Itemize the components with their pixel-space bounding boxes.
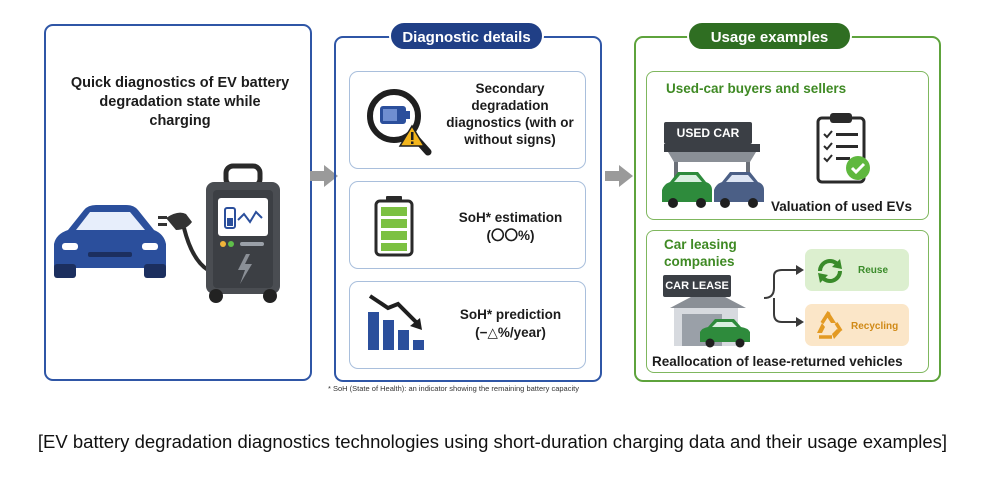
diagnostic-details-header: Diagnostic details <box>389 21 544 51</box>
soh-footnote: * SoH (State of Health): an indicator sh… <box>328 384 579 393</box>
used-car-section-title: Used-car buyers and sellers <box>666 81 847 96</box>
green-car-icon <box>662 172 712 208</box>
charging-station-icon <box>206 163 280 303</box>
recycle-icon <box>817 311 843 339</box>
branch-arrows-icon <box>763 265 804 327</box>
reallocation-label: Reallocation of lease-returned vehicles <box>652 354 903 369</box>
figure-caption: [EV battery degradation diagnostics tech… <box>37 431 948 452</box>
charging-panel-title: Quick diagnostics of EV battery degradat… <box>70 75 290 129</box>
car-leasing-title-line2: companies <box>664 254 735 269</box>
soh-prediction-value: (−△%/year) <box>475 325 546 340</box>
soh-estimation-value: (〇〇%) <box>486 228 535 243</box>
recycling-label: Recycling <box>851 321 899 332</box>
reuse-option <box>805 249 909 291</box>
secondary-degradation-text: Secondary degradation diagnostics (with … <box>446 81 574 147</box>
used-car-sign: USED CAR <box>664 122 752 144</box>
flow-arrow-1 <box>310 165 338 187</box>
battery-warning-magnifier-icon <box>367 89 432 156</box>
valuation-label: Valuation of used EVs <box>771 199 913 214</box>
charging-panel <box>44 24 312 381</box>
blue-car-icon <box>714 172 764 208</box>
reuse-arrows-icon <box>818 259 842 283</box>
battery-level-icon <box>374 196 414 257</box>
soh-prediction-label: SoH* prediction <box>459 307 562 322</box>
car-lease-sign: CAR LEASE <box>663 275 731 297</box>
declining-bar-chart-icon <box>368 294 424 350</box>
lease-car-icon <box>700 319 750 348</box>
clipboard-checklist-icon <box>816 113 870 184</box>
flow-arrow-2 <box>605 165 633 187</box>
used-car-lot-illustration <box>662 144 764 208</box>
ev-car-icon <box>54 205 166 278</box>
car-lease-building-illustration <box>670 288 750 348</box>
car-leasing-title-line1: Car leasing <box>664 237 737 252</box>
usage-examples-header: Usage examples <box>687 21 852 51</box>
soh-estimation-label: SoH* estimation <box>458 210 563 225</box>
reuse-label: Reuse <box>858 265 889 276</box>
ev-charging-illustration <box>54 163 280 303</box>
